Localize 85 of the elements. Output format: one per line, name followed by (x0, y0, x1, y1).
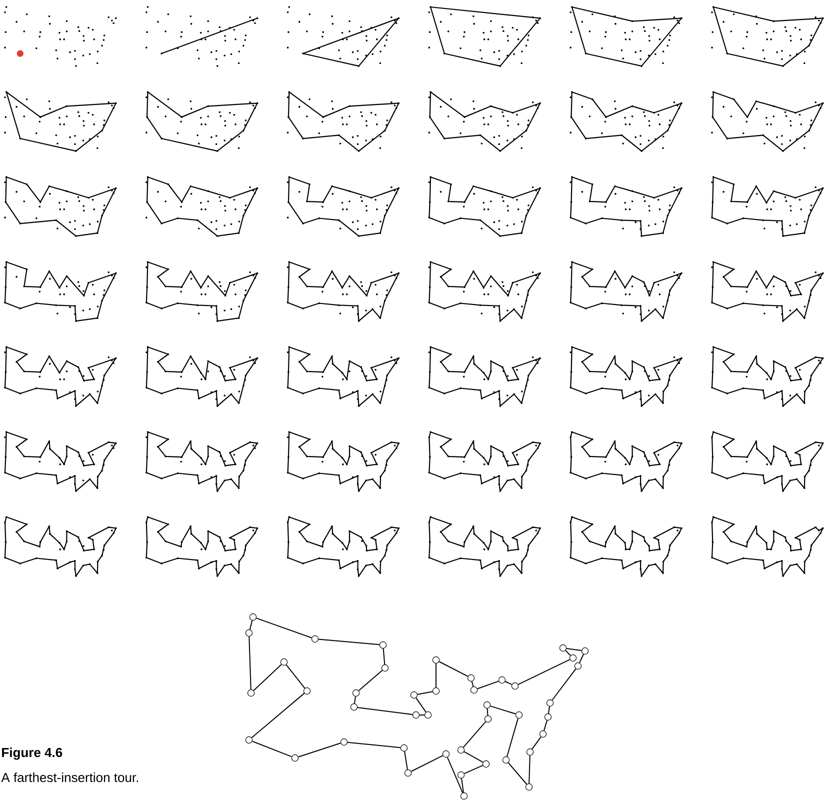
tour-point (350, 703, 358, 711)
tour-point (539, 730, 547, 738)
tour-edge (518, 659, 570, 685)
tour-edge (298, 742, 342, 758)
tour-edge (490, 706, 516, 714)
tour-point (484, 715, 492, 723)
tour-edge (461, 778, 464, 793)
tour-edge (476, 680, 500, 690)
tour-point (581, 647, 589, 655)
tour-edge (504, 681, 512, 685)
tour-point (340, 738, 348, 746)
tour-point (470, 686, 478, 694)
tour-point (467, 674, 475, 682)
tour-point (280, 658, 288, 666)
figure-number: Figure 4.6 (2, 748, 62, 760)
tour-edge (471, 680, 474, 687)
tour-point (404, 769, 412, 777)
tour-edge (354, 696, 356, 704)
tour-edge (438, 661, 468, 677)
tour-edge (528, 755, 530, 784)
tour-edge (248, 636, 252, 690)
tour-point (546, 699, 554, 707)
tour-edge (419, 714, 425, 716)
tour-edge (464, 764, 484, 774)
tour-point (379, 641, 387, 649)
tour-point (483, 701, 491, 709)
tour-edge (464, 751, 484, 763)
tour-point (352, 689, 360, 697)
tour-point (412, 711, 420, 719)
tour-edge (357, 706, 413, 716)
tour-point (511, 682, 519, 690)
tour-edge (565, 650, 571, 656)
tour-edge (544, 720, 548, 732)
tour-edge (566, 648, 582, 651)
tour-point (544, 713, 552, 721)
tour-edge (404, 751, 408, 770)
tour-edge (286, 664, 306, 689)
tour-point (245, 629, 253, 637)
tour-point (460, 792, 468, 800)
tour-point (400, 744, 408, 752)
tour-point (457, 746, 465, 754)
tour-edge (446, 756, 464, 794)
tour-point (482, 760, 490, 768)
tour-point (569, 654, 577, 662)
tour-edge (416, 697, 426, 713)
tour-point (432, 687, 440, 695)
tour-edge (252, 740, 292, 758)
tour-point (442, 750, 450, 758)
tour-point (498, 676, 506, 684)
tour-edge (532, 736, 542, 750)
tour-edge (410, 755, 444, 772)
tour-edge (251, 692, 305, 738)
tour-point (502, 756, 510, 764)
tour-point (381, 664, 389, 672)
tour-edge (417, 691, 433, 695)
tour-point (574, 662, 582, 670)
tour-edge (508, 762, 528, 785)
tour-edge (347, 742, 401, 748)
tour-edge (249, 620, 253, 630)
tour-edge (506, 718, 518, 758)
tour-edge (256, 618, 312, 638)
tour-point (525, 783, 533, 791)
tour-point (247, 689, 255, 697)
tour-edge (253, 664, 282, 692)
tour-point (526, 748, 534, 756)
tour-point (457, 771, 465, 779)
tour-edge (358, 670, 383, 692)
tour-edge (548, 706, 550, 714)
tour-point (303, 687, 311, 695)
tour-edge (552, 668, 576, 701)
tour-point (291, 754, 299, 762)
tour-edge (579, 654, 584, 664)
tour-point (432, 656, 440, 664)
tour-edge (486, 708, 488, 716)
tour-point (515, 711, 523, 719)
tour-point (424, 711, 432, 719)
tour-edge (318, 638, 380, 646)
tour-edge (462, 721, 486, 748)
tour-edge (382, 648, 386, 665)
tour-point (249, 613, 257, 621)
tour-point (559, 644, 567, 652)
caption: A farthest-insertion tour. (1, 772, 138, 782)
tour-point (311, 635, 319, 643)
tour-point (245, 736, 253, 744)
tour-point (410, 691, 418, 699)
